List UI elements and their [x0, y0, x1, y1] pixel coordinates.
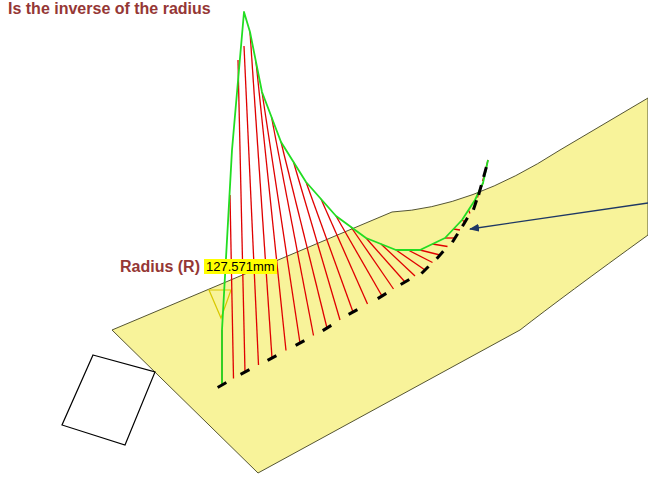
comb-tooth: [250, 32, 272, 358]
comb-tooth: [321, 199, 368, 304]
comb-tooth: [238, 60, 245, 372]
comb-point: [378, 293, 387, 298]
comb-tooth: [272, 117, 314, 336]
comb-point: [268, 356, 277, 361]
comb-point: [452, 234, 457, 242]
dimension-value: 127.571mm: [204, 259, 277, 274]
comb-tooth: [256, 62, 286, 351]
comb-tooth: [366, 238, 405, 282]
radius-label: Radius (R): [120, 258, 200, 276]
comb-tooth: [433, 244, 448, 247]
comb-tooth: [396, 250, 425, 270]
comb-point: [323, 325, 332, 330]
comb-point: [462, 218, 467, 227]
comb-tooth: [336, 216, 382, 296]
comb-tooth: [306, 182, 353, 312]
comb-tooth: [262, 92, 300, 343]
comb-point: [296, 341, 305, 346]
comb-envelope: [222, 12, 488, 385]
radius-marker: [209, 290, 231, 318]
comb-point: [349, 310, 358, 315]
comb-point: [479, 185, 482, 195]
comb-point: [473, 200, 476, 209]
heading-note: Is the inverse of the radius: [8, 0, 211, 18]
comb-tooth: [281, 142, 327, 328]
comb-tooth: [244, 46, 259, 365]
curvature-comb: [218, 12, 488, 387]
comb-point: [437, 251, 444, 258]
comb-tooth: [230, 195, 234, 379]
axis-square: [62, 355, 155, 445]
comb-point: [401, 279, 410, 284]
comb-tooth: [351, 227, 394, 289]
pointer-arrow: [470, 203, 648, 229]
comb-point: [484, 167, 487, 177]
dimension-box: 127.571mm: [204, 259, 277, 274]
surface: [112, 98, 648, 473]
comb-point: [421, 266, 428, 273]
comb-point: [218, 383, 227, 388]
comb-tooth: [294, 162, 341, 320]
comb-point: [241, 370, 250, 375]
comb-tooth: [420, 250, 440, 255]
